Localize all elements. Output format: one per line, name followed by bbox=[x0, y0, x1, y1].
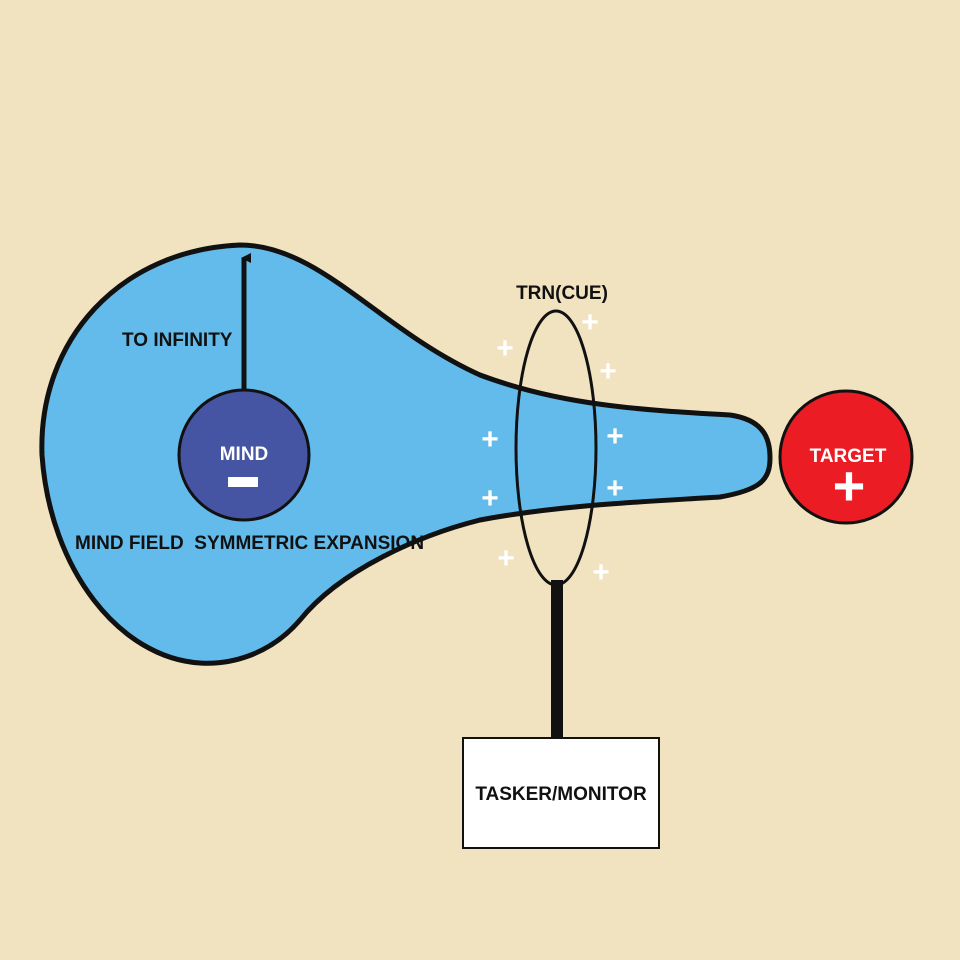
charge-markers: + + + + + + + + + bbox=[481, 306, 624, 589]
charge-plus: + bbox=[581, 306, 599, 339]
mind-label: MIND bbox=[220, 444, 269, 465]
charge-plus: + bbox=[592, 556, 610, 589]
tasker-monitor-label: TASKER/MONITOR bbox=[475, 784, 647, 805]
charge-plus: + bbox=[496, 332, 514, 365]
target-label: TARGET bbox=[810, 446, 887, 467]
charge-plus: + bbox=[606, 420, 624, 453]
tasker-monitor-box bbox=[462, 737, 660, 849]
target-positive-sign: + bbox=[833, 454, 866, 517]
mind-field-caption: MIND FIELD SYMMETRIC EXPANSION bbox=[75, 533, 424, 554]
target-circle bbox=[778, 389, 914, 525]
tasker-stem bbox=[551, 580, 563, 739]
charge-plus: + bbox=[606, 472, 624, 505]
to-infinity-label: TO INFINITY bbox=[122, 330, 233, 351]
trn-cue-label: TRN(CUE) bbox=[516, 283, 608, 304]
charge-plus: + bbox=[497, 542, 515, 575]
charge-plus: + bbox=[481, 423, 499, 456]
mind-negative-sign bbox=[228, 477, 258, 487]
charge-plus: + bbox=[599, 355, 617, 388]
mind-field-shape bbox=[39, 242, 773, 666]
charge-plus: + bbox=[481, 482, 499, 515]
mind-circle bbox=[177, 388, 311, 522]
